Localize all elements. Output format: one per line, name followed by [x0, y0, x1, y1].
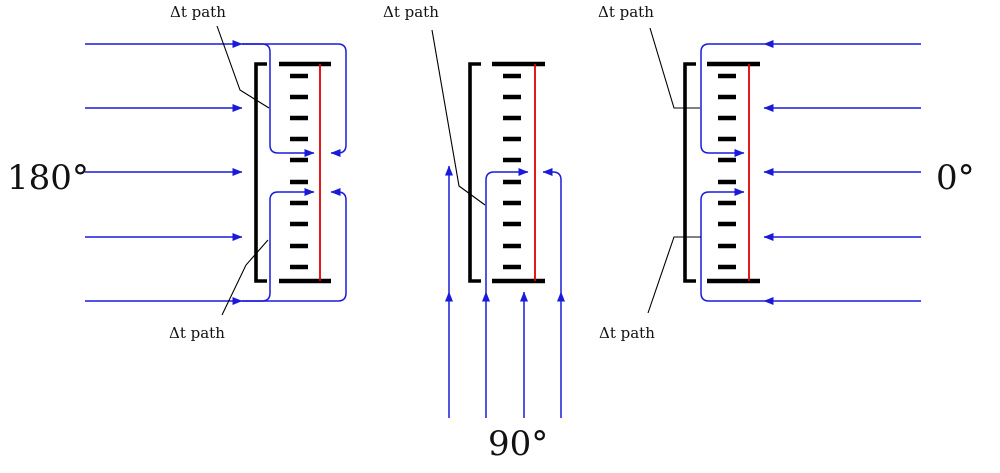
leader-line [647, 236, 701, 314]
dt-path-outer [542, 168, 562, 292]
sensor-assembly-90 [468, 61, 545, 284]
housing-bracket [254, 62, 267, 283]
dt-path-upper [700, 43, 764, 157]
housing-bracket [683, 62, 696, 283]
panel-90 [431, 29, 565, 418]
fin-stack [503, 73, 521, 270]
fin-stack [290, 73, 308, 270]
dt-path-label-top-left: Δt path [170, 3, 226, 21]
dt-path-upper-outer [242, 43, 347, 157]
dt-path-lower [700, 188, 764, 302]
dt-path-inner [485, 168, 529, 292]
dt-path-lower-outer [242, 188, 347, 302]
panel-180 [85, 25, 347, 316]
dt-path-label-top-center: Δt path [383, 3, 439, 21]
angle-label-90: 90° [488, 424, 548, 464]
angle-label-0: 0° [936, 158, 975, 198]
dt-path-label-bottom-left: Δt path [169, 324, 225, 342]
panel-0 [647, 27, 921, 314]
angle-label-180: 180° [7, 158, 89, 198]
fin-stack [718, 73, 736, 270]
leader-line [216, 25, 270, 109]
flow-lines-180 [85, 40, 347, 305]
dt-path-label-bottom-right: Δt path [599, 324, 655, 342]
leader-line [221, 239, 269, 316]
sensor-assembly-180 [254, 61, 331, 284]
sensor-assembly-0 [683, 61, 760, 284]
flow-lines-90 [445, 165, 565, 418]
leader-line [649, 27, 700, 109]
dt-path-label-top-right: Δt path [598, 3, 654, 21]
flow-lines-0 [700, 40, 921, 305]
leader-line [431, 29, 486, 206]
housing-bracket [468, 62, 481, 283]
